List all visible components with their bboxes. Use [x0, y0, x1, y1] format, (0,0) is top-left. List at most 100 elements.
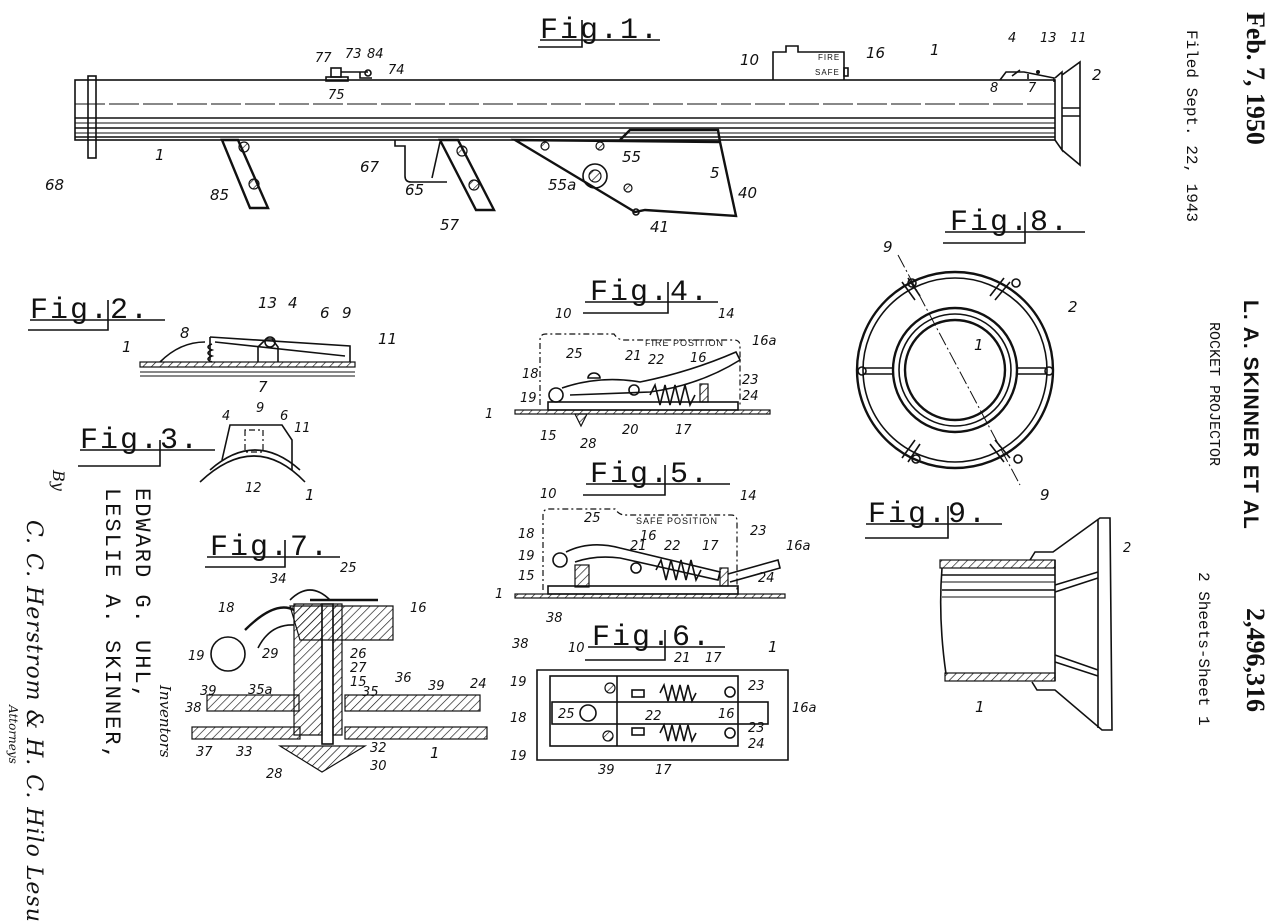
fig7-label: 26: [350, 647, 367, 662]
fig7-firing-point: [277, 745, 368, 773]
fig8-outer-ring: [855, 270, 1055, 470]
fig6-label: 16: [718, 707, 735, 722]
fig3-label: 4: [222, 409, 230, 424]
fig1-label: 67: [360, 158, 380, 176]
fig1-rear-grip: [438, 138, 496, 212]
fig3-label: 11: [294, 421, 311, 436]
fig6-contact: [579, 704, 597, 722]
fig6-label: 1: [768, 638, 778, 656]
fig2-label: 9: [342, 304, 352, 322]
fig7-label: 37: [196, 745, 213, 760]
fig3-label: 6: [280, 409, 288, 424]
fig8-barrel-inner: [903, 318, 1007, 422]
fig5-label: 14: [740, 489, 757, 504]
fig5-label: 19: [518, 549, 535, 564]
fig1-shoulder-ring: [87, 75, 97, 159]
fig7-label: 25: [340, 561, 357, 576]
fig4-label: 10: [555, 307, 572, 322]
fig1-rear-sight: [325, 67, 372, 82]
fig1-screw: [238, 141, 250, 153]
fig5-label: 23: [750, 524, 767, 539]
fig6-label: 17: [655, 763, 672, 778]
fig1-label: 74: [388, 63, 405, 78]
fig5-label: 16: [640, 529, 657, 544]
fig4-label: 28: [580, 437, 597, 452]
fig4-housing-outline: [539, 333, 741, 406]
fig7-label: 24: [470, 677, 487, 692]
fig1-safety-box: FIRE SAFE: [772, 45, 849, 80]
fig1-label: 10: [740, 51, 759, 69]
fig1-title-underline: [538, 20, 660, 48]
fig7-pin: [321, 603, 334, 745]
fig1-fire-text: FIRE: [818, 53, 840, 62]
fig7-label: 36: [395, 671, 412, 686]
patent-drawing-sheet: Fig.1. FIRE SAFE: [28, 14, 1131, 782]
fig8-label: 2: [1068, 298, 1078, 316]
fig1-label: 4: [1008, 31, 1016, 46]
fig1-label: 84: [367, 47, 384, 62]
fig5-label: 24: [758, 571, 775, 586]
fig7-base-left: [206, 694, 300, 712]
fig6-label: 19: [510, 749, 527, 764]
fig7-label: 32: [370, 741, 387, 756]
fig1-label: 1: [155, 146, 165, 164]
fig4-label: 15: [540, 429, 557, 444]
fig1-flare: [1061, 60, 1081, 167]
fig4-position-text: FIRE POSITION: [645, 338, 724, 348]
fig1-label: 1: [930, 41, 940, 59]
fig7-label: 15: [350, 675, 367, 690]
fig4-label: 14: [718, 307, 735, 322]
fig5-label: 17: [702, 539, 719, 554]
fig6-title: Fig.6.: [592, 621, 712, 655]
fig7-label: 18: [218, 601, 235, 616]
fig1-label: 65: [405, 181, 424, 199]
fig5-spring: [655, 557, 702, 583]
figure-1: Fig.1. FIRE SAFE: [45, 14, 1102, 236]
fig6-label: 39: [598, 763, 615, 778]
fig6-label: 25: [558, 707, 575, 722]
fig9-barrel-bottom: [944, 672, 1056, 682]
fig6-barrel-section: [536, 669, 789, 761]
fig3-label: 1: [305, 486, 315, 504]
fig4-label: 18: [522, 367, 539, 382]
fig2-label: 1: [122, 338, 132, 356]
fig1-label: 5: [710, 164, 720, 182]
fig7-contact-cap: [289, 589, 331, 601]
fig6-label: 38: [512, 637, 529, 652]
fig1-label: 75: [328, 88, 345, 103]
fig7-label: 27: [350, 661, 367, 676]
figure-7: Fig.7. 34 25 18 16 19 29 26 27 15 35a 35…: [185, 531, 488, 782]
fig1-label: 2: [1092, 66, 1102, 84]
fig1-label: 7: [1028, 81, 1037, 96]
fig8-label: 9: [1040, 486, 1050, 504]
fig4-spring: [649, 382, 696, 408]
fig7-label: 16: [410, 601, 427, 616]
fig3-label: 9: [256, 401, 264, 416]
fig6-label: 18: [510, 711, 527, 726]
fig1-front-sight: [999, 69, 1055, 82]
fig4-label: 16: [690, 351, 707, 366]
fig1-label: 13: [1040, 31, 1057, 46]
figure-2: Fig.2. 13 4 6 9 8 1 11 7: [28, 294, 397, 396]
fig7-label: 35a: [248, 683, 273, 698]
fig8-label: 1: [974, 336, 984, 354]
fig6-label: 21: [674, 651, 691, 666]
fig5-label: 1: [495, 587, 503, 602]
fig1-screw: [468, 179, 480, 191]
fig1-label: 68: [45, 176, 64, 194]
fig1-label: 11: [1070, 31, 1087, 46]
fig8-label: 9: [883, 238, 893, 256]
fig3-title: Fig.3.: [80, 424, 200, 458]
fig1-label: 73: [345, 47, 362, 62]
fig6-label: 23: [748, 679, 765, 694]
fig6-label: 16a: [792, 701, 817, 716]
figure-6: Fig.6. 38 10 21 17 1 19 23 25 22 16 16a …: [510, 621, 817, 778]
fig6-label: 10: [568, 641, 585, 656]
fig7-pivot-circle: [210, 636, 246, 672]
fig9-flare: [1029, 517, 1113, 731]
fig7-label: 34: [270, 572, 287, 587]
fig6-label: 24: [748, 737, 765, 752]
fig9-label: 2: [1123, 541, 1131, 556]
fig7-label: 38: [185, 701, 202, 716]
fig3-barrel-arc: [199, 449, 306, 483]
